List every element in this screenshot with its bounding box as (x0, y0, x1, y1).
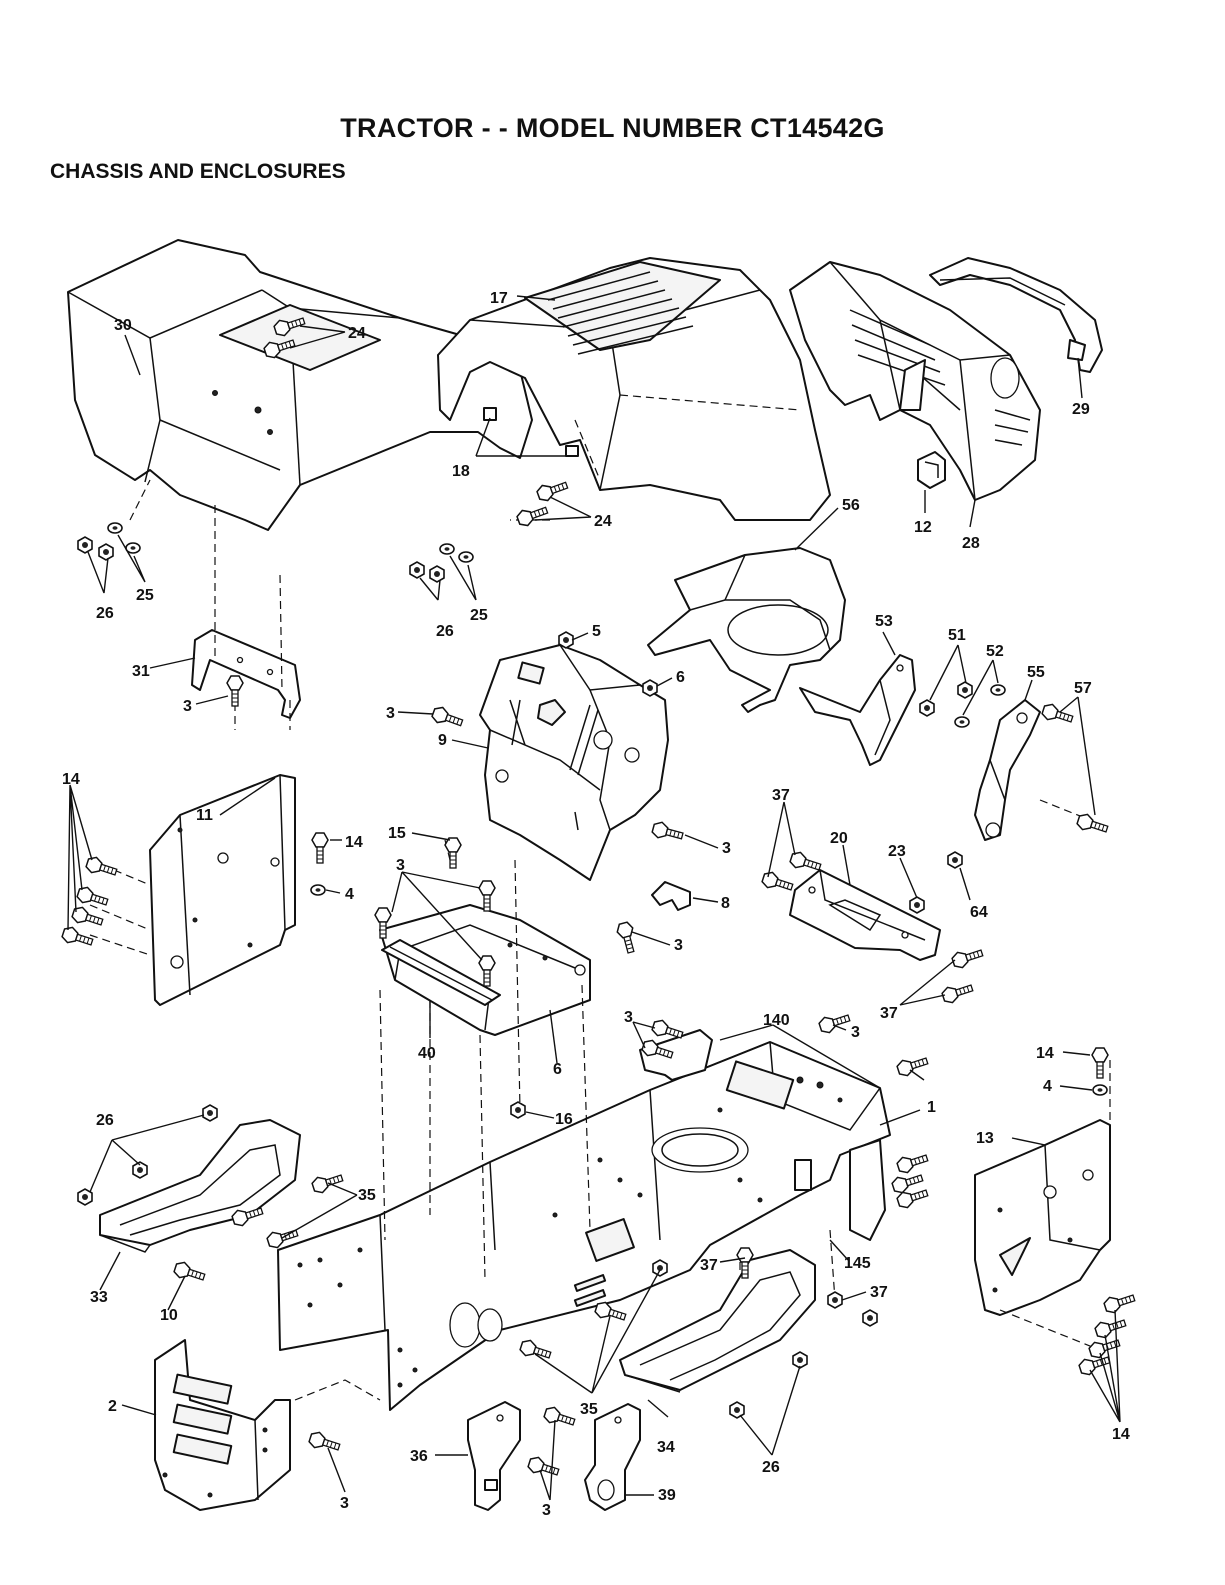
callout-5: 5 (592, 623, 601, 640)
part-28-grille-housing (790, 262, 1040, 500)
callout-37c: 37 (700, 1257, 718, 1274)
callout-15: 15 (388, 825, 406, 842)
callout-35a: 35 (358, 1187, 376, 1204)
callout-26c: 26 (96, 1112, 114, 1129)
part-36-bracket (468, 1402, 520, 1510)
part-56-shield (648, 548, 845, 712)
callout-40: 40 (418, 1045, 436, 1062)
callout-52: 52 (986, 643, 1004, 660)
callout-57: 57 (1074, 680, 1092, 697)
callout-34: 34 (657, 1439, 675, 1456)
callout-37d: 37 (870, 1284, 888, 1301)
callout-53: 53 (875, 613, 893, 630)
callout-2: 2 (108, 1398, 117, 1415)
callout-6a: 6 (676, 669, 685, 686)
part-55-plate (975, 700, 1040, 840)
callout-11: 11 (196, 807, 213, 824)
callout-4a: 4 (345, 886, 354, 903)
part-12-bumper-clip (918, 452, 945, 488)
callout-35b: 35 (580, 1401, 598, 1418)
callout-20: 20 (830, 830, 848, 847)
callout-56: 56 (842, 497, 860, 514)
callout-37b: 37 (880, 1005, 898, 1022)
callout-28: 28 (962, 535, 980, 552)
callout-3f: 3 (624, 1009, 633, 1026)
callout-3i: 3 (542, 1502, 551, 1519)
callout-29: 29 (1072, 401, 1090, 418)
callout-14b: 14 (62, 771, 80, 788)
callout-37a: 37 (772, 787, 790, 804)
callout-23: 23 (888, 843, 906, 860)
callout-13: 13 (976, 1130, 994, 1147)
callout-26: 26 (96, 605, 114, 622)
callout-6b: 6 (553, 1061, 562, 1078)
part-9-dash-panel (480, 645, 668, 880)
callout-4b: 4 (1043, 1078, 1052, 1095)
part-31-bracket (192, 630, 300, 718)
callout-3g: 3 (851, 1024, 860, 1041)
part-13-side-panel (975, 1120, 1110, 1315)
callout-33: 33 (90, 1289, 108, 1306)
callout-30: 30 (114, 317, 132, 334)
callout-14d: 14 (1112, 1426, 1130, 1443)
callout-14c: 14 (1036, 1045, 1054, 1062)
callout-51: 51 (948, 627, 966, 644)
part-33-footrest (100, 1120, 300, 1252)
callout-26d: 26 (762, 1459, 780, 1476)
callout-9: 9 (438, 732, 447, 749)
callout-1: 1 (927, 1099, 936, 1116)
callout-26b: 26 (436, 623, 454, 640)
callout-31: 31 (132, 663, 150, 680)
part-53-bracket (800, 655, 915, 765)
part-8-clip (652, 882, 690, 910)
callout-18: 18 (452, 463, 470, 480)
callout-10: 10 (160, 1307, 178, 1324)
callout-64: 64 (970, 904, 988, 921)
callout-25: 25 (136, 587, 154, 604)
callout-24b: 24 (594, 513, 612, 530)
callout-12: 12 (914, 519, 932, 536)
callout-39: 39 (658, 1487, 676, 1504)
callout-140: 140 (763, 1012, 790, 1029)
callout-14a: 14 (345, 834, 363, 851)
callout-24: 24 (348, 325, 366, 342)
callout-145: 145 (844, 1255, 871, 1272)
callout-16: 16 (555, 1111, 573, 1128)
callout-3a: 3 (183, 698, 192, 715)
callout-25b: 25 (470, 607, 488, 624)
part-20-bracket (790, 870, 940, 960)
callout-3h: 3 (340, 1495, 349, 1512)
callout-3c: 3 (722, 840, 731, 857)
callout-36: 36 (410, 1448, 428, 1465)
callout-3e: 3 (674, 937, 683, 954)
part-11-side-panel (150, 775, 295, 1005)
part-2-hitch-plate (155, 1340, 290, 1510)
callout-3b: 3 (386, 705, 395, 722)
callout-3d: 3 (396, 857, 405, 874)
callout-17: 17 (490, 290, 508, 307)
callout-55: 55 (1027, 664, 1045, 681)
callout-8: 8 (721, 895, 730, 912)
part-39-bracket (585, 1404, 640, 1510)
